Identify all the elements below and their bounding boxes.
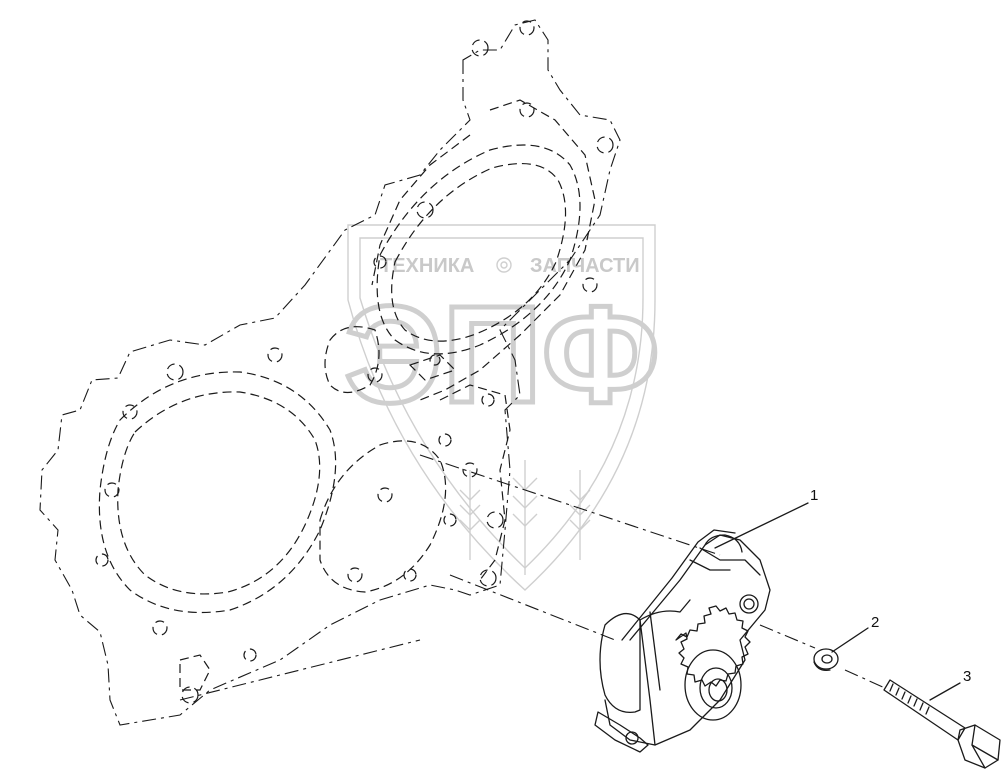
- watermark-emblem-text: ЭПФ: [344, 278, 659, 432]
- callout-label-3: 3: [963, 668, 971, 685]
- callout-leaders: [714, 502, 961, 701]
- pump-drive-gear: [675, 605, 751, 721]
- callout-labels: 1 2 3: [810, 487, 971, 685]
- oil-pump-part: [594, 529, 771, 753]
- watermark-right-text: ЗАПЧАСТИ: [530, 255, 640, 277]
- callout-label-1: 1: [810, 487, 818, 504]
- watermark-left-text: ТЕХНИКА: [380, 255, 474, 277]
- bolt-part: [883, 679, 1001, 769]
- assembly-centerlines: [179, 454, 886, 701]
- callout-label-2: 2: [871, 614, 879, 631]
- wheat-ears-icon: [459, 460, 591, 575]
- gear-housing-cover: [39, 19, 621, 726]
- washer-part: [813, 648, 839, 671]
- gear-icon: [496, 257, 512, 273]
- watermark: ТЕХНИКА ЗАПЧАСТИ ЭПФ: [342, 224, 662, 591]
